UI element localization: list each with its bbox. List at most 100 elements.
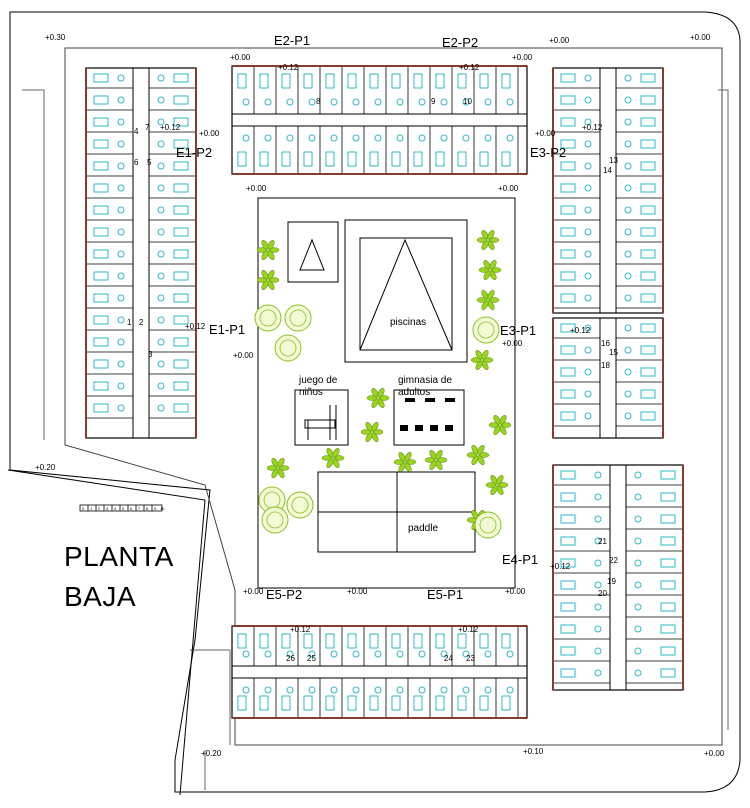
round-tree <box>254 304 282 332</box>
level-mark: +0.12 <box>459 63 480 72</box>
round-tree <box>472 316 500 344</box>
scale-tick: 8 <box>146 506 149 511</box>
scale-tick: 0 <box>82 506 85 511</box>
stair-number: 6 <box>134 158 139 167</box>
round-tree <box>286 491 314 519</box>
stair-number: 18 <box>601 361 610 370</box>
level-mark: +0.20 <box>201 749 222 758</box>
palm-tree <box>476 290 500 310</box>
playground-equipment <box>304 405 337 440</box>
scale-tick: 10 <box>160 506 165 511</box>
level-mark: +0.00 <box>199 129 220 138</box>
apartment-blocks <box>85 65 684 719</box>
block-label-e5-p2: E5-P2 <box>266 587 303 602</box>
stair-number: 9 <box>431 97 436 106</box>
block-label-e1-p2: E1-P2 <box>176 145 213 160</box>
scale-tick: 5 <box>122 506 125 511</box>
stair-number: 19 <box>607 577 616 586</box>
stair-number: 14 <box>603 166 612 175</box>
palm-tree <box>488 415 512 435</box>
round-tree <box>284 304 312 332</box>
apartment-block <box>231 65 528 175</box>
block-label-e2-p1: E2-P1 <box>274 33 311 48</box>
level-mark: +0.00 <box>502 339 523 348</box>
stair-number: 3 <box>148 350 153 359</box>
scale-tick: 6 <box>130 506 133 511</box>
level-mark: +0.00 <box>347 587 368 596</box>
level-mark: +0.12 <box>160 123 181 132</box>
level-mark: +0.20 <box>35 463 56 472</box>
level-mark: +0.12 <box>550 562 571 571</box>
level-mark: +0.10 <box>523 747 544 756</box>
scale-tick: 3 <box>106 506 109 511</box>
stair-number: 23 <box>466 654 475 663</box>
level-mark: +0.00 <box>690 33 711 42</box>
level-mark: +0.00 <box>498 184 519 193</box>
level-mark: +0.12 <box>582 123 603 132</box>
level-mark: +0.00 <box>505 587 526 596</box>
level-mark: +0.12 <box>185 322 206 331</box>
stair-number: 13 <box>609 156 618 165</box>
level-mark: +0.00 <box>512 53 533 62</box>
playground-label-line1: juego de <box>299 375 338 386</box>
level-mark: +0.12 <box>570 326 591 335</box>
gym-label-line1: gimnasia de <box>398 375 452 386</box>
palm-tree <box>366 388 390 408</box>
scale-tick: 7 <box>138 506 141 511</box>
stair-number: 5 <box>147 158 152 167</box>
palm-tree <box>256 240 280 260</box>
pool-label: piscinas <box>390 317 427 328</box>
site-boundary <box>7 11 741 796</box>
level-mark: +0.00 <box>535 129 556 138</box>
stair-number: 4 <box>134 127 139 136</box>
scale-bar <box>79 504 163 512</box>
level-mark: +0.12 <box>458 625 479 634</box>
scale-tick: 2 <box>98 506 101 511</box>
palm-tree <box>470 350 494 370</box>
level-mark: +0.30 <box>45 33 66 42</box>
scale-tick: 9 <box>154 506 157 511</box>
block-label-e3-p2: E3-P2 <box>530 145 567 160</box>
stair-number: 15 <box>609 348 618 357</box>
apartment-block <box>552 67 664 314</box>
paddle-court-label: paddle <box>408 523 439 534</box>
plan-title-line1: PLANTA <box>64 541 174 572</box>
block-label-e5-p1: E5-P1 <box>427 587 464 602</box>
level-mark: +0.00 <box>549 36 570 45</box>
stair-number: 1 <box>127 318 132 327</box>
palm-tree <box>478 260 502 280</box>
level-mark: +0.00 <box>230 53 251 62</box>
stair-number: 2 <box>139 318 144 327</box>
level-mark: +0.00 <box>704 749 725 758</box>
palm-tree <box>466 445 490 465</box>
round-tree <box>274 334 302 362</box>
block-label-e1-p1: E1-P1 <box>209 322 246 337</box>
palm-tree <box>476 230 500 250</box>
round-tree <box>261 506 289 534</box>
palm-tree <box>393 452 417 472</box>
palm-tree <box>485 475 509 495</box>
scale-tick: 4 <box>114 506 117 511</box>
palm-tree <box>266 458 290 478</box>
block-label-e4-p1: E4-P1 <box>502 552 539 567</box>
palm-tree <box>424 450 448 470</box>
round-tree <box>474 511 502 539</box>
stair-number: 22 <box>609 556 618 565</box>
stair-number: 16 <box>601 339 610 348</box>
plan-title-line2: BAJA <box>64 581 137 612</box>
apartment-block <box>552 317 664 439</box>
gym-label-line2: adultos <box>398 387 431 398</box>
palm-tree <box>321 448 345 468</box>
stair-number: 25 <box>307 654 316 663</box>
block-label-e2-p2: E2-P2 <box>442 35 479 50</box>
level-mark: +0.00 <box>243 587 264 596</box>
apartment-block <box>231 625 528 719</box>
stair-number: 8 <box>316 97 321 106</box>
palm-tree <box>256 270 280 290</box>
stair-number: 26 <box>286 654 295 663</box>
level-mark: +0.12 <box>290 625 311 634</box>
stair-number: 21 <box>598 537 607 546</box>
block-label-e3-p1: E3-P1 <box>500 323 537 338</box>
stair-number: 24 <box>444 654 453 663</box>
